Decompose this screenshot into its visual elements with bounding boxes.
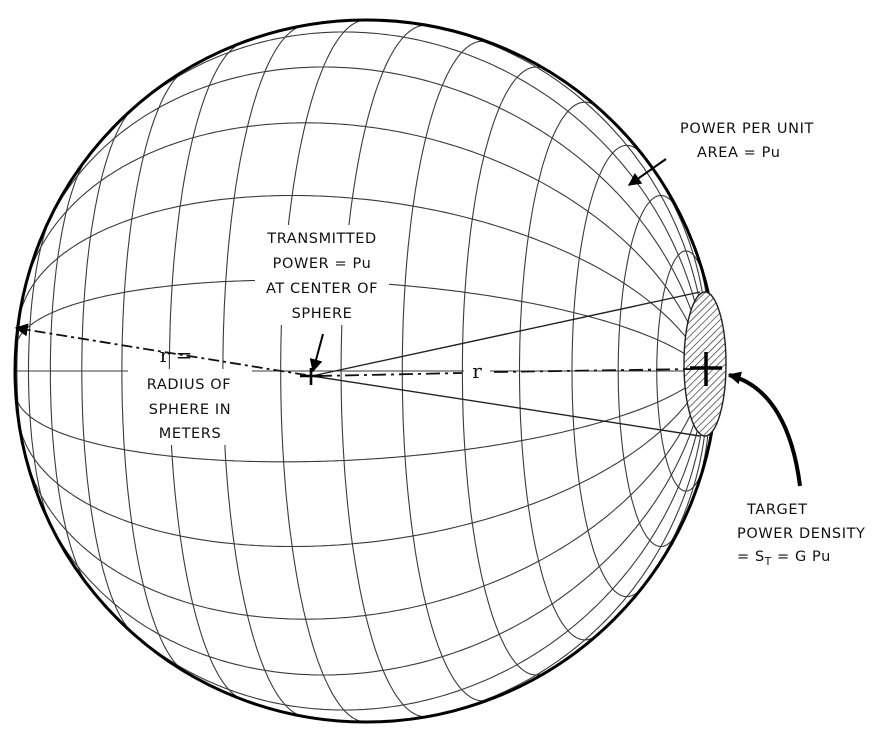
power-per-unit-label: POWER PER UNIT AREA = Pu [680,121,814,161]
target-line-3-subscript: T [764,556,772,568]
radius-symbol: r [472,359,482,383]
meridian-line [106,31,708,372]
meridian-line [24,370,708,620]
beam-upper-edge [311,291,701,377]
transmitted-line-1: TRANSMITTED [266,231,377,247]
transmitted-line-3: AT CENTER OF [266,281,378,297]
meridian-line [42,66,708,372]
power-per-unit-arrow [627,158,667,186]
transmitted-label-bg [255,225,389,325]
radius-symbol-bg [464,358,490,382]
meridian-line [366,371,708,722]
transmitted-line-2: POWER = Pu [273,256,372,272]
meridian-line [106,370,708,711]
beam-lower-edge [311,375,701,437]
radius-line-left [14,323,307,376]
radius-line-3: SPHERE IN [149,402,231,418]
radius-line-4: METERS [159,426,222,442]
target-line-3-prefix: = S [737,549,765,565]
meridian-line [18,370,708,548]
target-line-1: TARGET [746,502,808,518]
target-line-2: POWER DENSITY [737,526,866,542]
transmitted-power-label: TRANSMITTED POWER = Pu AT CENTER OF SPHE… [266,231,378,322]
meridian-line [15,370,707,463]
transmitted-arrow [309,333,324,373]
target-point [690,352,722,386]
power-per-unit-line-1: POWER PER UNIT [680,121,814,137]
meridian-line [18,194,708,372]
power-per-unit-line-2: AREA = Pu [697,145,781,161]
radius-label-bg [128,369,252,445]
radius-label: r = RADIUS OF SPHERE IN METERS [147,343,231,442]
target-density-label: TARGET POWER DENSITY = ST = G Pu [737,502,866,568]
meridian-line [42,370,708,676]
radius-line-right-2 [493,368,695,373]
target-line-3: = ST = G Pu [737,549,831,568]
transmitted-line-4: SPHERE [292,306,353,322]
target-density-arrow [727,371,802,487]
meridian-line [366,20,708,371]
radius-line-2: RADIUS OF [147,377,231,393]
meridian-line [24,122,708,372]
radius-line-right [317,372,463,377]
target-line-3-suffix: = G Pu [772,549,831,565]
radius-label-symbol: r = [160,343,193,367]
